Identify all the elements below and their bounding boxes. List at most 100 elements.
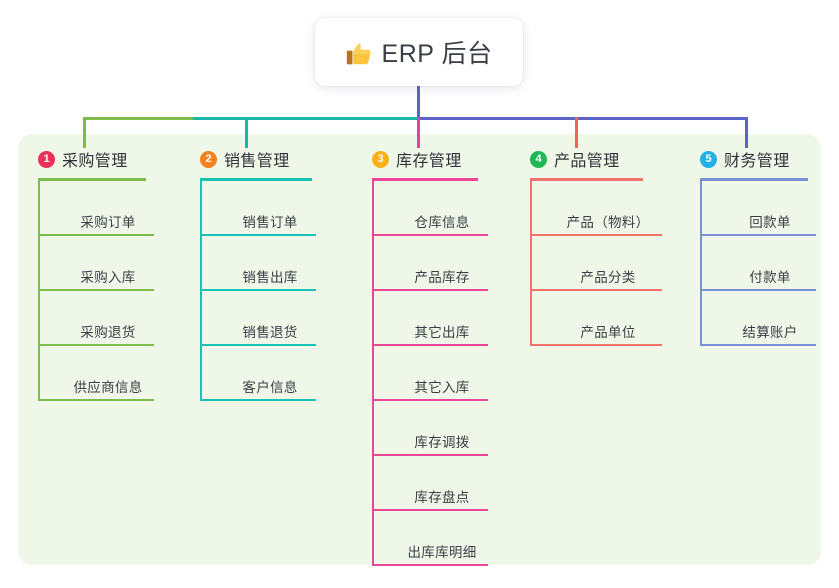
- branch-item-underline: [224, 289, 316, 291]
- branch-items-4: 产品（物料） 产品分类产品单位: [530, 181, 695, 346]
- branch-item-label: 回款单: [749, 215, 791, 230]
- branch-title-1: 采购管理: [62, 153, 128, 170]
- connector-bus-teal: [193, 117, 418, 120]
- branch-badge-5: 5: [700, 150, 717, 168]
- branch-item-underline: [62, 289, 154, 291]
- root-node-title: ERP 后台: [346, 34, 493, 70]
- branch-title-4: 产品管理: [554, 153, 620, 170]
- branch-item-label: 采购退货: [80, 325, 136, 340]
- branch-item[interactable]: 销售退货: [202, 291, 316, 346]
- branch-column-3: 3 库存管理 仓库信息产品库存其它出库其它入库库存调拨库存盘点出库库明细: [372, 148, 527, 566]
- branch-item-label: 其它出库: [414, 325, 470, 340]
- branch-header-4[interactable]: 4 产品管理: [530, 148, 695, 170]
- thumbs-up-icon: [346, 40, 372, 66]
- diagram-panel: [18, 134, 821, 565]
- branch-item[interactable]: 付款单: [702, 236, 816, 291]
- branch-item[interactable]: 库存调拨: [374, 401, 488, 456]
- branch-item-underline: [554, 344, 662, 346]
- branch-header-1[interactable]: 1 采购管理: [38, 148, 193, 170]
- branch-underline-1: [38, 178, 146, 181]
- connector-drop-3: [417, 117, 420, 148]
- connector-drop-5: [745, 117, 748, 148]
- branch-item-label: 产品分类: [580, 270, 636, 285]
- branch-title-2: 销售管理: [224, 153, 290, 170]
- branch-title-5: 财务管理: [724, 153, 790, 170]
- branch-header-5[interactable]: 5 财务管理: [700, 148, 839, 170]
- branch-item-label: 销售退货: [242, 325, 298, 340]
- branch-item-label: 产品单位: [580, 325, 636, 340]
- branch-items-5: 回款单付款单结算账户: [700, 181, 839, 346]
- branch-underline-3: [372, 178, 478, 181]
- branch-items-1: 采购订单采购入库采购退货供应商信息: [38, 181, 193, 401]
- branch-underline-2: [200, 178, 312, 181]
- connector-trunk: [417, 86, 420, 118]
- branch-item-underline: [224, 234, 316, 236]
- branch-item-label: 销售订单: [242, 215, 298, 230]
- branch-item-underline: [396, 344, 488, 346]
- branch-item-label: 采购入库: [80, 270, 136, 285]
- branch-header-3[interactable]: 3 库存管理: [372, 148, 527, 170]
- branch-item[interactable]: 销售订单: [202, 181, 316, 236]
- branch-item[interactable]: 销售出库: [202, 236, 316, 291]
- branch-item-underline: [554, 234, 662, 236]
- branch-item-label: 产品库存: [414, 270, 470, 285]
- branch-item[interactable]: 产品（物料）: [532, 181, 662, 236]
- branch-item-label: 其它入库: [414, 380, 470, 395]
- branch-underline-4: [530, 178, 643, 181]
- branch-item-underline: [396, 399, 488, 401]
- branch-item[interactable]: 产品单位: [532, 291, 662, 346]
- branch-item-underline: [224, 399, 316, 401]
- branch-title-3: 库存管理: [396, 153, 462, 170]
- branch-item[interactable]: 采购退货: [40, 291, 154, 346]
- branch-item-label: 仓库信息: [414, 215, 470, 230]
- branch-item-underline: [554, 289, 662, 291]
- branch-column-4: 4 产品管理 产品（物料） 产品分类产品单位: [530, 148, 695, 346]
- branch-item-label: 出库库明细: [407, 545, 477, 560]
- branch-item-label: 供应商信息: [73, 380, 143, 395]
- branch-item-label: 客户信息: [242, 380, 298, 395]
- branch-item-underline: [396, 509, 488, 511]
- branch-item-underline: [62, 234, 154, 236]
- branch-item[interactable]: 出库库明细: [374, 511, 488, 566]
- branch-badge-2: 2: [200, 150, 217, 168]
- branch-item[interactable]: 产品库存: [374, 236, 488, 291]
- branch-badge-4: 4: [530, 150, 547, 168]
- branch-item[interactable]: 库存盘点: [374, 456, 488, 511]
- branch-item-underline: [396, 454, 488, 456]
- branch-item-underline: [396, 289, 488, 291]
- branch-item-label: 库存调拨: [414, 435, 470, 450]
- branch-item-underline: [396, 234, 488, 236]
- connector-bus-blue: [418, 117, 748, 120]
- branch-item-underline: [62, 399, 154, 401]
- branch-items-2: 销售订单销售出库销售退货客户信息: [200, 181, 355, 401]
- branch-item-underline: [724, 234, 816, 236]
- branch-items-3: 仓库信息产品库存其它出库其它入库库存调拨库存盘点出库库明细: [372, 181, 527, 566]
- branch-item-underline: [724, 344, 816, 346]
- branch-item-label: 采购订单: [80, 215, 136, 230]
- connector-drop-2: [245, 117, 248, 148]
- branch-item[interactable]: 仓库信息: [374, 181, 488, 236]
- branch-item[interactable]: 供应商信息: [40, 346, 154, 401]
- branch-header-2[interactable]: 2 销售管理: [200, 148, 355, 170]
- branch-item[interactable]: 采购入库: [40, 236, 154, 291]
- branch-item[interactable]: 产品分类: [532, 236, 662, 291]
- root-node-label: ERP 后台: [381, 40, 493, 68]
- branch-item-label: 库存盘点: [414, 490, 470, 505]
- branch-item-label: 付款单: [749, 270, 791, 285]
- branch-item[interactable]: 其它入库: [374, 346, 488, 401]
- branch-item[interactable]: 客户信息: [202, 346, 316, 401]
- branch-item[interactable]: 回款单: [702, 181, 816, 236]
- branch-item-label: 产品（物料）: [566, 215, 650, 230]
- branch-item[interactable]: 结算账户: [702, 291, 816, 346]
- branch-item[interactable]: 其它出库: [374, 291, 488, 346]
- branch-column-5: 5 财务管理 回款单付款单结算账户: [700, 148, 839, 346]
- branch-item-underline: [224, 344, 316, 346]
- root-node-card[interactable]: ERP 后台: [315, 18, 523, 86]
- branch-badge-3: 3: [372, 150, 389, 168]
- branch-item-label: 销售出库: [242, 270, 298, 285]
- connector-bus-green: [83, 117, 193, 120]
- branch-column-2: 2 销售管理 销售订单销售出库销售退货客户信息: [200, 148, 355, 401]
- branch-item[interactable]: 采购订单: [40, 181, 154, 236]
- branch-item-underline: [62, 344, 154, 346]
- connector-drop-1: [83, 117, 86, 148]
